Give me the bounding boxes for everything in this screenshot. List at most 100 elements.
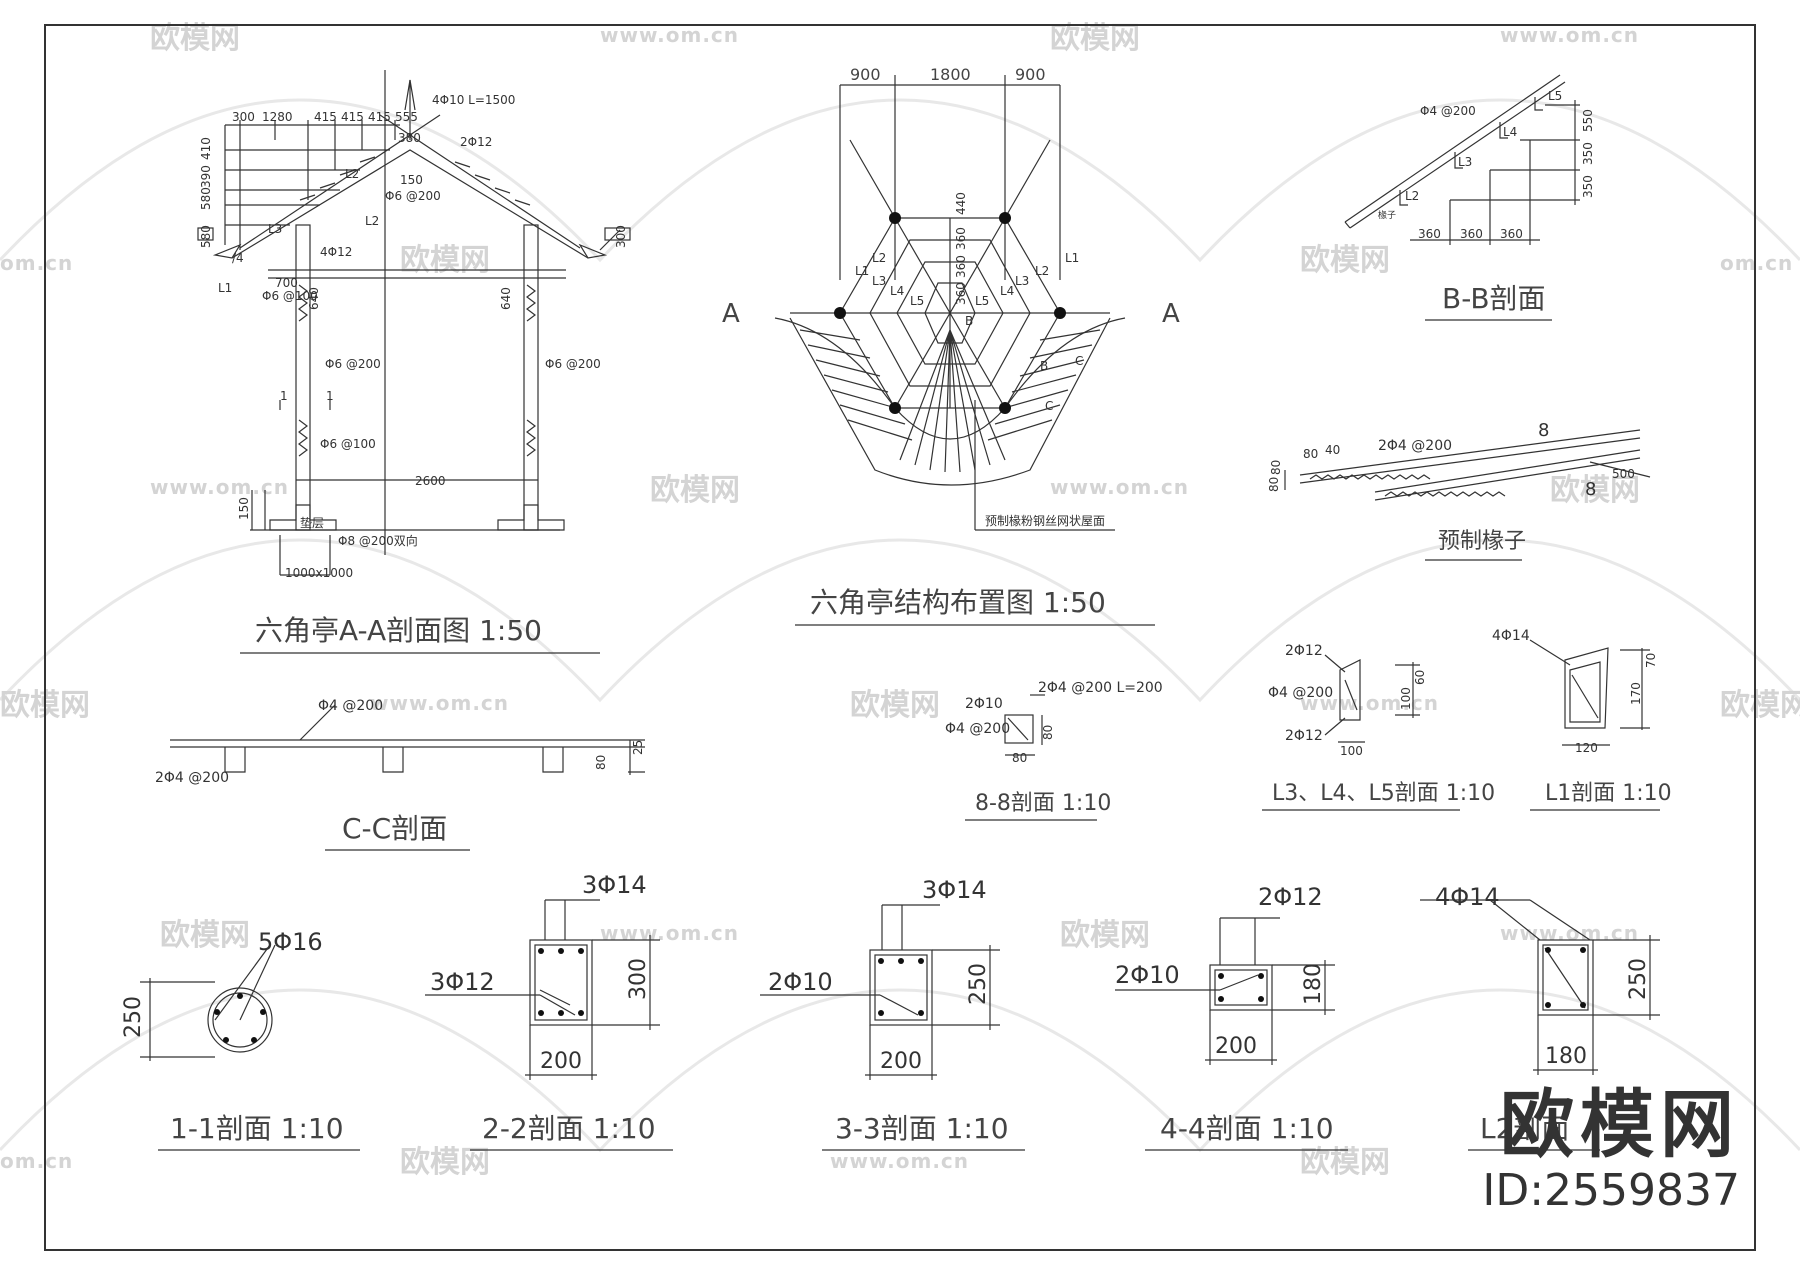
aa-label: L2: [365, 214, 379, 228]
plan-beam-label: L1: [1065, 251, 1079, 265]
watermark-url: www.om.cn: [1050, 475, 1189, 499]
plan-section-mark: A: [1162, 299, 1180, 329]
plan-section-mark: C: [1075, 354, 1083, 368]
rafter-note: 80: [1269, 460, 1283, 475]
aa-note: Φ6 @100: [320, 437, 376, 451]
s22-bars: [538, 948, 584, 1016]
bb-note: L4: [1503, 125, 1517, 139]
watermark-logo: 欧模网: [1060, 918, 1150, 953]
bb-note: Φ4 @200: [1420, 104, 1476, 118]
plan-columns: [834, 212, 1066, 414]
watermark-url: www.om.cn: [370, 691, 509, 715]
s345-title: L3、L4、L5剖面 1:10: [1272, 781, 1495, 806]
bb-note: L5: [1548, 89, 1562, 103]
aa-dim-left: 410: [199, 137, 213, 160]
s33-rebar-side: 2Φ10: [768, 968, 833, 996]
plan-beam-label: L4: [890, 284, 904, 298]
rafter-note: 8: [1585, 479, 1596, 500]
cc-section: [170, 704, 645, 775]
s22-rebar-top: 3Φ14: [582, 871, 647, 899]
watermark-logo: 欧模网: [1300, 1145, 1390, 1180]
bb-section: [1344, 74, 1580, 245]
aa-note: Φ8 @200双向: [338, 533, 418, 548]
watermark-logo: 欧模网: [650, 473, 740, 508]
s33-title: 3-3剖面 1:10: [835, 1112, 1009, 1145]
bb-note: L3: [1458, 155, 1472, 169]
s44-dim-w: 200: [1215, 1034, 1257, 1059]
aa-note: Φ6 @200: [325, 357, 381, 371]
aa-note: Φ6 @100: [262, 289, 318, 303]
watermark-url: om.cn: [0, 1149, 73, 1173]
aa-dim-left: 580: [199, 187, 213, 210]
sl1-title: L1剖面 1:10: [1545, 781, 1672, 806]
watermark-url: www.om.cn: [1500, 23, 1639, 47]
aa-note: 1000x1000: [285, 566, 353, 580]
watermark-logo: 欧模网: [400, 1145, 490, 1180]
cc-title: C-C剖面: [342, 812, 447, 845]
aa-dim-top: 415: [341, 110, 364, 124]
s88-note: 80: [1012, 751, 1027, 765]
watermark-url: www.om.cn: [600, 23, 739, 47]
plan-dim-inner: 360: [954, 282, 968, 305]
watermark-url: om.cn: [1720, 251, 1793, 275]
plan-beam-label: L2: [872, 251, 886, 265]
aa-note: 380: [398, 131, 421, 145]
plan-section-mark: C: [1045, 399, 1053, 413]
bb-note: 椽子: [1378, 209, 1396, 221]
aa-dim-left: 580: [199, 225, 213, 248]
brand-block: 欧模网 ID:2559837: [1482, 1085, 1740, 1217]
s11-section: [140, 944, 276, 1061]
aa-dim-top: 1280: [262, 110, 293, 124]
bb-dim: 360: [1500, 227, 1523, 241]
plan-beam-label: L5: [910, 294, 924, 308]
bb-dim: 360: [1460, 227, 1483, 241]
watermark-logo: 欧模网: [1300, 243, 1390, 278]
rafter-note: 2Φ4 @200: [1378, 438, 1452, 454]
aa-note: Φ6 @200: [545, 357, 601, 371]
watermark-logo: 欧模网: [850, 688, 940, 723]
plan-dim-inner: 360: [954, 255, 968, 278]
plan-section-mark: A: [722, 299, 740, 329]
sl2-dim-w: 180: [1545, 1044, 1587, 1069]
s22-dim-h: 300: [626, 958, 651, 1000]
watermark-url: om.cn: [0, 251, 73, 275]
s345-note: 2Φ12: [1285, 728, 1323, 744]
s88-section: [1004, 694, 1045, 756]
s11-dim: 250: [121, 996, 146, 1038]
sl2-section: [1420, 899, 1660, 1075]
s345-section: [1324, 654, 1420, 743]
brand-logo: 欧模网: [1500, 1082, 1740, 1168]
aa-label: /4: [232, 251, 244, 265]
plan-beam-label: L4: [1000, 284, 1014, 298]
sl1-note: 70: [1644, 653, 1658, 668]
cc-note: 2Φ4 @200: [155, 770, 229, 786]
bb-title: B-B剖面: [1442, 282, 1546, 315]
s44-bars: [1218, 973, 1264, 1002]
watermark-logo: 欧模网: [160, 918, 250, 953]
sl2-title: L2剖面: [1480, 1112, 1569, 1145]
sl2-dim-h: 250: [1626, 958, 1651, 1000]
s44-dim-h: 180: [1301, 963, 1326, 1005]
s33-section: [760, 904, 1000, 1080]
s88-note: 2Φ10: [965, 696, 1003, 712]
aa-note: 2600: [415, 474, 446, 488]
sheet-border: [44, 24, 1756, 1251]
watermark-logo: 欧模网: [150, 21, 240, 56]
plan-title: 六角亭结构布置图 1:50: [810, 586, 1106, 619]
s345-note: 100: [1340, 744, 1363, 758]
aa-dim-top: 415: [314, 110, 337, 124]
s88-note: 2Φ4 @200 L=200: [1038, 680, 1163, 696]
watermark-logo: 欧模网: [400, 243, 490, 278]
bb-dim: 350: [1581, 142, 1595, 165]
aa-note: 150: [237, 497, 251, 520]
s44-title: 4-4剖面 1:10: [1160, 1112, 1334, 1145]
plan-dim: 900: [1015, 65, 1046, 84]
bb-dim: 350: [1581, 175, 1595, 198]
s345-note: Φ4 @200: [1268, 685, 1333, 701]
s345-note: 100: [1399, 687, 1413, 710]
rafter-note: 80: [1303, 447, 1318, 461]
aa-label: L2: [345, 167, 359, 181]
s44-rebar-top: 2Φ12: [1258, 883, 1323, 911]
plan-section-mark: B: [1040, 359, 1048, 373]
s88-note: Φ4 @200: [945, 721, 1010, 737]
